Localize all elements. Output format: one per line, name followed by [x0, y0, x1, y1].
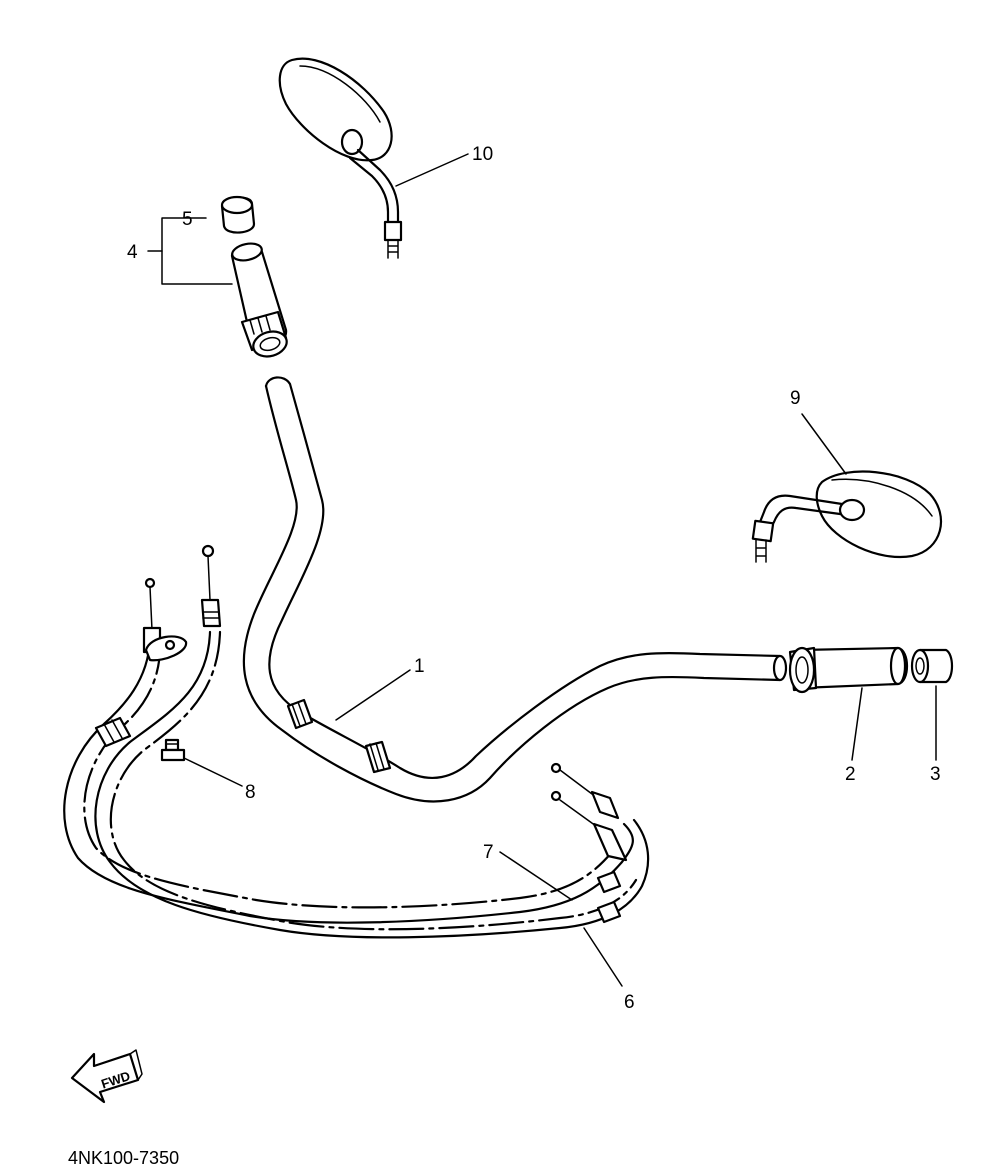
grip-end-cap-right — [910, 648, 954, 684]
leader-line-9 — [801, 413, 847, 475]
mirror-left — [278, 57, 403, 259]
leader-line-8 — [183, 757, 243, 787]
part-number-1: 1 — [414, 656, 425, 677]
screw-part-8 — [160, 738, 186, 762]
leader-line-1 — [335, 669, 411, 721]
handlebar — [242, 376, 788, 803]
part-number-4: 4 — [127, 242, 138, 263]
part-number-6: 6 — [624, 992, 635, 1013]
bracket-part-4 — [147, 217, 233, 285]
cable-end-right-2 — [550, 790, 628, 862]
throttle-cable-6 — [94, 630, 650, 939]
part-number-8: 8 — [245, 782, 256, 803]
grip-right — [788, 646, 909, 694]
part-number-7: 7 — [483, 842, 494, 863]
grip-left — [230, 242, 288, 358]
part-number-2: 2 — [845, 764, 856, 785]
diagram-code: 4NK100-7350 — [68, 1148, 179, 1168]
cable-end-left-2 — [200, 544, 222, 628]
cable-end-right-1 — [550, 762, 620, 820]
leader-line-6 — [583, 927, 623, 987]
part-number-5: 5 — [182, 209, 193, 230]
cable-ferrule-left — [94, 716, 132, 748]
leader-line-10 — [395, 153, 469, 187]
part-number-9: 9 — [790, 388, 801, 409]
leader-line-7 — [499, 851, 573, 901]
grip-end-cap-left — [220, 195, 256, 234]
part-number-10: 10 — [472, 144, 493, 165]
part-number-3: 3 — [930, 764, 941, 785]
leader-line-2 — [851, 687, 863, 761]
cable-ferrule-right — [596, 870, 622, 924]
throttle-cable-7 — [63, 638, 634, 924]
mirror-right — [751, 470, 943, 563]
forward-arrow-icon: FWD — [70, 1049, 143, 1104]
cable-end-left-1 — [142, 577, 188, 662]
